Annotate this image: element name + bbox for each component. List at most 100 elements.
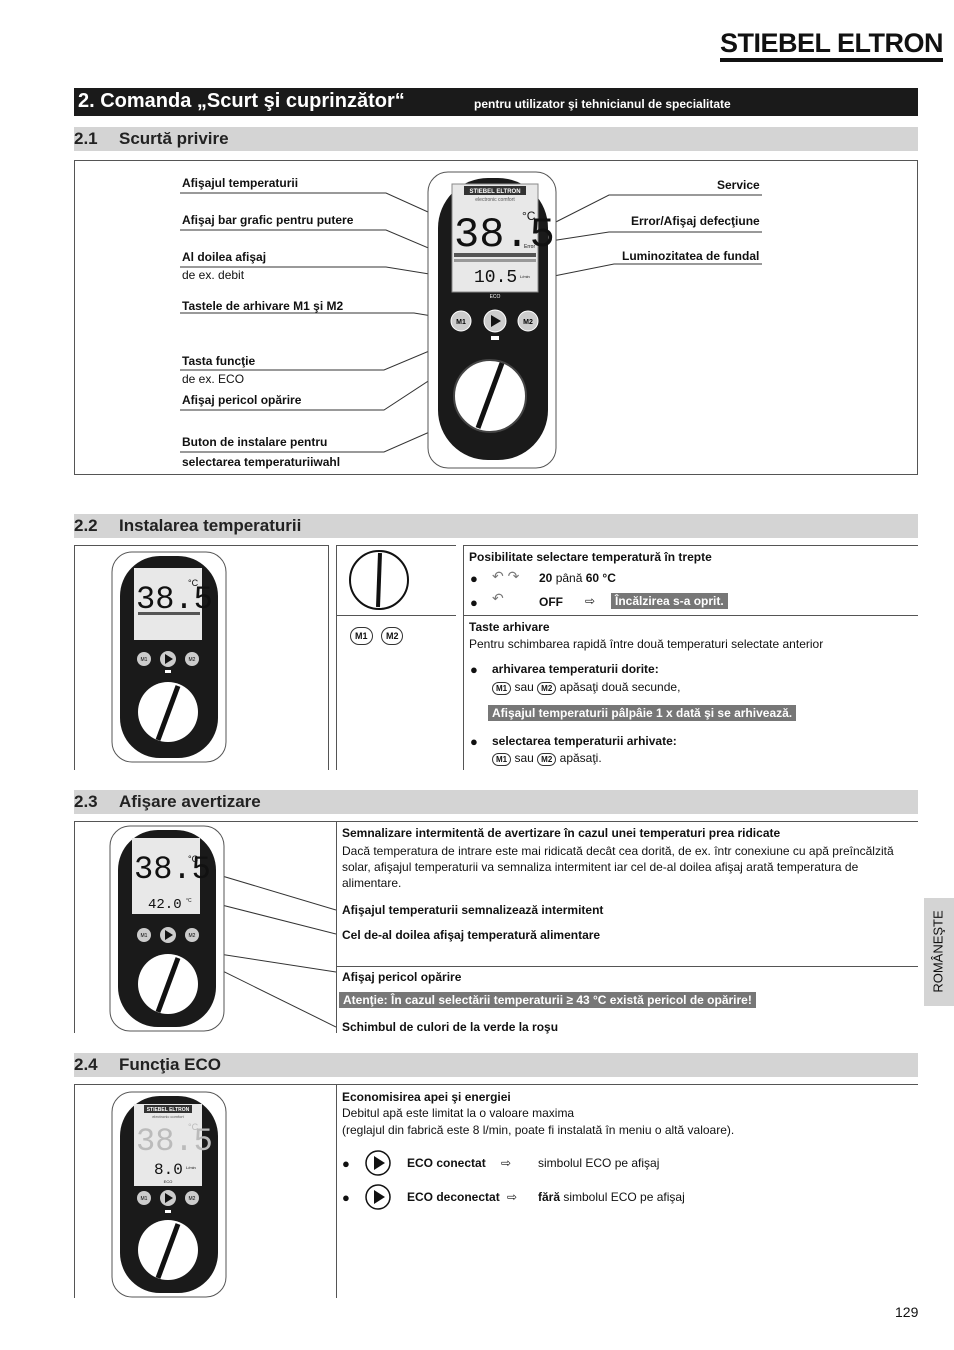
device-temp-unit: °C	[522, 209, 536, 223]
warning-label-scald: Afişaj pericol opărire	[342, 970, 462, 984]
play-icon	[165, 930, 173, 940]
device-2-4-illustration: STIEBEL ELTRON electronic comfort 38.5 °…	[111, 1091, 227, 1298]
arrow-right-icon: ⇨	[501, 1156, 512, 1170]
section-2-4-header: 2.4 Funcţia ECO	[74, 1053, 918, 1077]
eco-on-desc: simbolul ECO pe afişaj	[538, 1156, 660, 1170]
chapter-subtitle: pentru utilizator şi tehnicianul de spec…	[474, 97, 731, 111]
store-title: arhivarea temperaturii dorite:	[492, 662, 659, 676]
label-scald-display: Afişaj pericol opărire	[182, 393, 302, 407]
play-button-icon	[365, 1150, 391, 1176]
chapter-title: 2. Comanda „Scurt şi cuprinzător“	[78, 90, 405, 112]
label-knob-line2: selectarea temperaturiiwahl	[182, 455, 341, 469]
range-text: 20 până 60 °C	[539, 571, 616, 585]
device-error-text: Error	[524, 244, 535, 250]
device-m1-key: M1	[456, 319, 466, 326]
play-icon	[165, 654, 173, 664]
label-function-key: Tasta funcţie	[182, 354, 256, 368]
label-error: Error/Afişaj defecţiune	[631, 214, 760, 228]
section-2-1-header: 2.1 Scurtă privire	[74, 127, 918, 151]
bullet-icon: ●	[470, 571, 478, 586]
warning-desc: Dacă temperatura de intrare este mai rid…	[342, 844, 894, 890]
device-2-4-brand: STIEBEL ELTRON	[147, 1107, 190, 1113]
bullet-icon: ●	[342, 1156, 350, 1171]
play-button-icon	[365, 1184, 391, 1210]
memory-title: Taste arhivare	[469, 620, 550, 634]
scald-alert-highlight: Atenţie: În cazul selectării temperaturi…	[339, 992, 756, 1008]
device-2-3-illustration: 38.5 °C 42.0 °C M1 M2	[109, 825, 336, 1032]
device-brand-sub: electronic comfort	[475, 197, 515, 203]
section-number: 2.4	[74, 1055, 98, 1074]
device-2-3-unit: °C	[188, 854, 199, 864]
memory-keys-icon: M1 M2	[350, 626, 404, 645]
eco-desc-1: Debitul apă este limitat la o valoare ma…	[342, 1106, 575, 1120]
device-2-2-illustration: 38.5 °C M1 M2	[111, 551, 227, 763]
label-function-key-example: de ex. ECO	[182, 372, 245, 386]
off-note-highlight: Încălzirea s-a oprit.	[611, 593, 728, 609]
section-title: Instalarea temperaturii	[119, 516, 302, 535]
device-eco-label: ECO	[490, 294, 501, 300]
label-service: Service	[717, 178, 760, 192]
brand-logo: STIEBEL ELTRON	[720, 28, 944, 62]
device-2-3-flow-unit: °C	[186, 898, 192, 904]
eco-off-desc: fără simbolul ECO pe afişaj	[538, 1190, 685, 1204]
warning-title: Semnalizare intermitentă de avertizare î…	[342, 826, 781, 840]
store-instruction: M1 sau M2 apăsaţi două secunde,	[492, 680, 680, 695]
play-icon	[165, 1193, 173, 1203]
bullet-icon: ●	[470, 662, 478, 677]
m1-key-icon: M1	[492, 682, 512, 695]
device-2-4-flow: 8.0	[154, 1161, 183, 1179]
device-2-2-temp: 38.5	[136, 581, 213, 618]
label-second-display: Al doilea afişaj	[182, 250, 267, 264]
warning-label-temp-flash: Afişajul temperaturii semnalizează inter…	[342, 903, 604, 917]
bullet-icon: ●	[342, 1190, 350, 1205]
bullet-icon: ●	[470, 595, 478, 610]
device-brand: STIEBEL ELTRON	[469, 189, 520, 195]
section-title: Scurtă privire	[119, 129, 229, 148]
warning-label-color-change: Schimbul de culori de la verde la roşu	[342, 1020, 559, 1034]
eco-off-label: ECO deconectat	[407, 1190, 500, 1204]
section-number: 2.1	[74, 129, 98, 148]
device-2-4-flow-unit: L/min	[186, 1165, 196, 1170]
m2-key-icon: M2	[537, 753, 557, 766]
device-2-4-unit: °C	[188, 1122, 199, 1132]
arrow-right-icon: ⇨	[585, 594, 596, 608]
device-temp-readout: 38.5	[454, 211, 555, 259]
page-number: 129	[895, 1304, 919, 1320]
chapter-title-bar: 2. Comanda „Scurt şi cuprinzător“ pentru…	[74, 88, 918, 116]
device-2-3-temp: 38.5	[134, 851, 211, 888]
device-2-3-m1: M1	[141, 933, 148, 939]
device-2-3-flow: 42.0	[148, 897, 182, 913]
label-temp-display: Afişajul temperaturii	[182, 176, 299, 190]
eco-on-label: ECO conectat	[407, 1156, 486, 1170]
bullet-icon: ●	[470, 734, 478, 749]
section-2-2-header: 2.2 Instalarea temperaturii	[74, 514, 918, 538]
label-second-display-example: de ex. debit	[182, 268, 245, 282]
section-title: Afişare avertizare	[119, 792, 261, 811]
section-2-3-header: 2.3 Afişare avertizare	[74, 790, 918, 814]
section-title: Funcţia ECO	[119, 1055, 222, 1074]
select-instruction: M1 sau M2 apăsaţi.	[492, 751, 602, 766]
rotate-icon: ↶ ↷	[492, 568, 520, 584]
m2-key-icon: M2	[380, 627, 404, 645]
knob-icon	[349, 550, 409, 610]
device-2-2-m1: M1	[141, 657, 148, 663]
store-note-highlight: Afişajul temperaturii pâlpâie 1 x dată ş…	[488, 705, 797, 721]
eco-title: Economisirea apei şi energiei	[342, 1090, 511, 1104]
off-label: OFF	[539, 595, 563, 609]
device-2-4-m2: M2	[189, 1196, 196, 1202]
device-m2-key: M2	[523, 319, 533, 326]
device-2-4-m1: M1	[141, 1196, 148, 1202]
overview-device-diagram: STIEBEL ELTRON electronic comfort 38.5 °…	[180, 171, 762, 469]
eco-desc-2: (reglajul din fabrică este 8 l/min, poat…	[342, 1123, 735, 1137]
device-2-4-eco: ECO	[164, 1179, 173, 1184]
overview-box	[74, 160, 918, 475]
warning-label-feed-temp: Cel de-al doilea afişaj temperatură alim…	[342, 928, 601, 942]
device-flow-unit: L/min	[520, 274, 530, 279]
section-number: 2.2	[74, 516, 98, 535]
label-power-bar: Afişaj bar grafic pentru putere	[182, 213, 354, 227]
step-title: Posibilitate selectare temperatură în tr…	[469, 550, 712, 564]
play-icon	[491, 315, 501, 327]
device-2-4-brand-sub: electronic comfort	[152, 1114, 184, 1119]
m2-key-icon: M2	[537, 682, 557, 695]
rotate-left-icon: ↶	[492, 590, 504, 606]
